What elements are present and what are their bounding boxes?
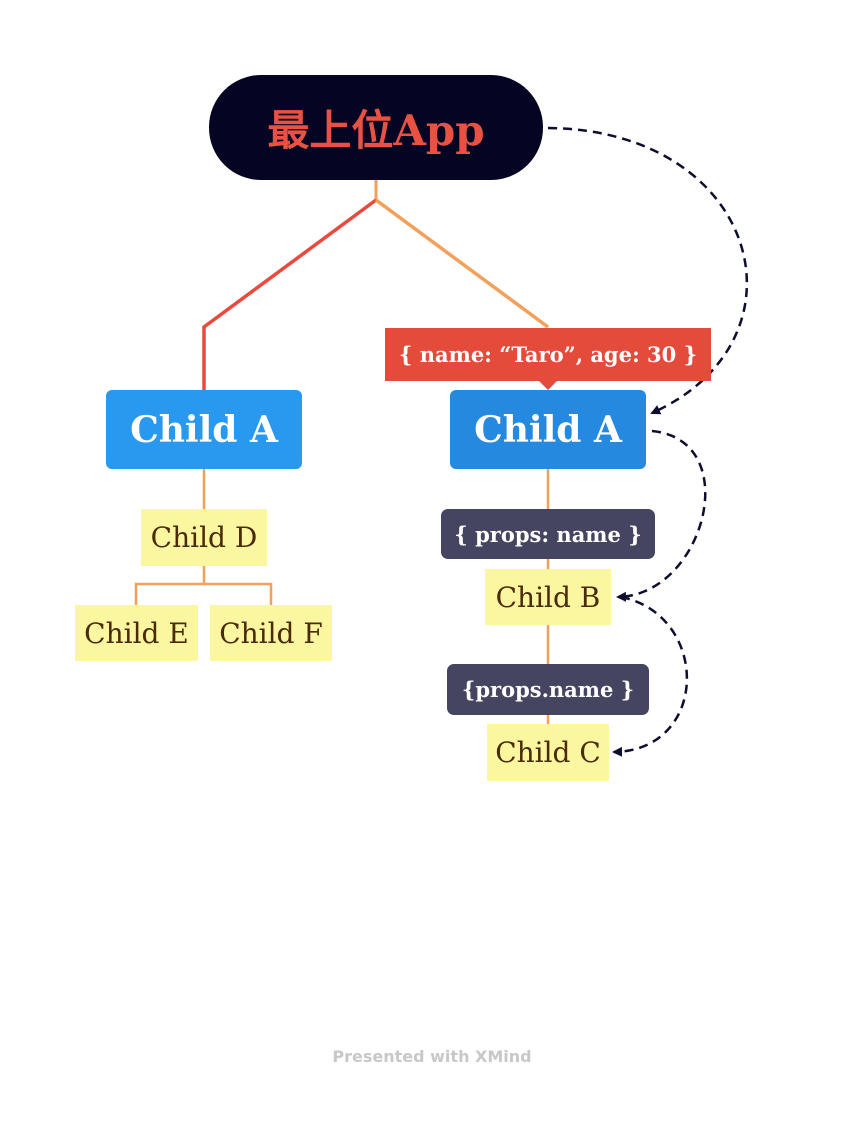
child-c-label: Child C [495, 736, 601, 769]
child-f-topic[interactable]: Child F [210, 605, 332, 661]
child-d-topic[interactable]: Child D [141, 509, 267, 566]
props-callout-1[interactable]: { props: name } [441, 509, 655, 559]
props-callout-2[interactable]: {props.name } [447, 664, 649, 715]
root-to-right-child-a-connector [374, 198, 550, 329]
right-child-a-topic[interactable]: Child A [450, 390, 646, 469]
left-child-a-label: Child A [130, 408, 278, 451]
child-b-to-child-c-relationship-arrow [612, 595, 689, 757]
child-b-label: Child B [495, 580, 601, 614]
root-topic-label: 最上位App [267, 106, 485, 155]
props-callout-1-label: { props: name } [454, 521, 642, 547]
child-b-topic[interactable]: Child B [485, 569, 611, 625]
data-callout-pointer [538, 380, 558, 390]
root-to-left-child-a-connector [202, 198, 378, 390]
child-e-label: Child E [84, 616, 189, 650]
child-c-topic[interactable]: Child C [487, 724, 609, 781]
child-d-branch-bar [134, 582, 273, 605]
child-e-topic[interactable]: Child E [75, 605, 198, 661]
child-f-label: Child F [219, 616, 323, 650]
child-a-to-child-b-relationship-arrow [616, 429, 707, 602]
data-callout[interactable]: { name: “Taro”, age: 30 } [385, 328, 711, 381]
props-callout-2-label: {props.name } [461, 677, 635, 702]
child-d-label: Child D [150, 521, 258, 554]
footer-watermark: Presented with XMind [332, 1047, 532, 1066]
right-child-a-label: Child A [474, 408, 622, 451]
root-topic[interactable]: 最上位App [209, 75, 543, 180]
data-callout-label: { name: “Taro”, age: 30 } [398, 342, 698, 367]
left-child-a-topic[interactable]: Child A [106, 390, 302, 469]
